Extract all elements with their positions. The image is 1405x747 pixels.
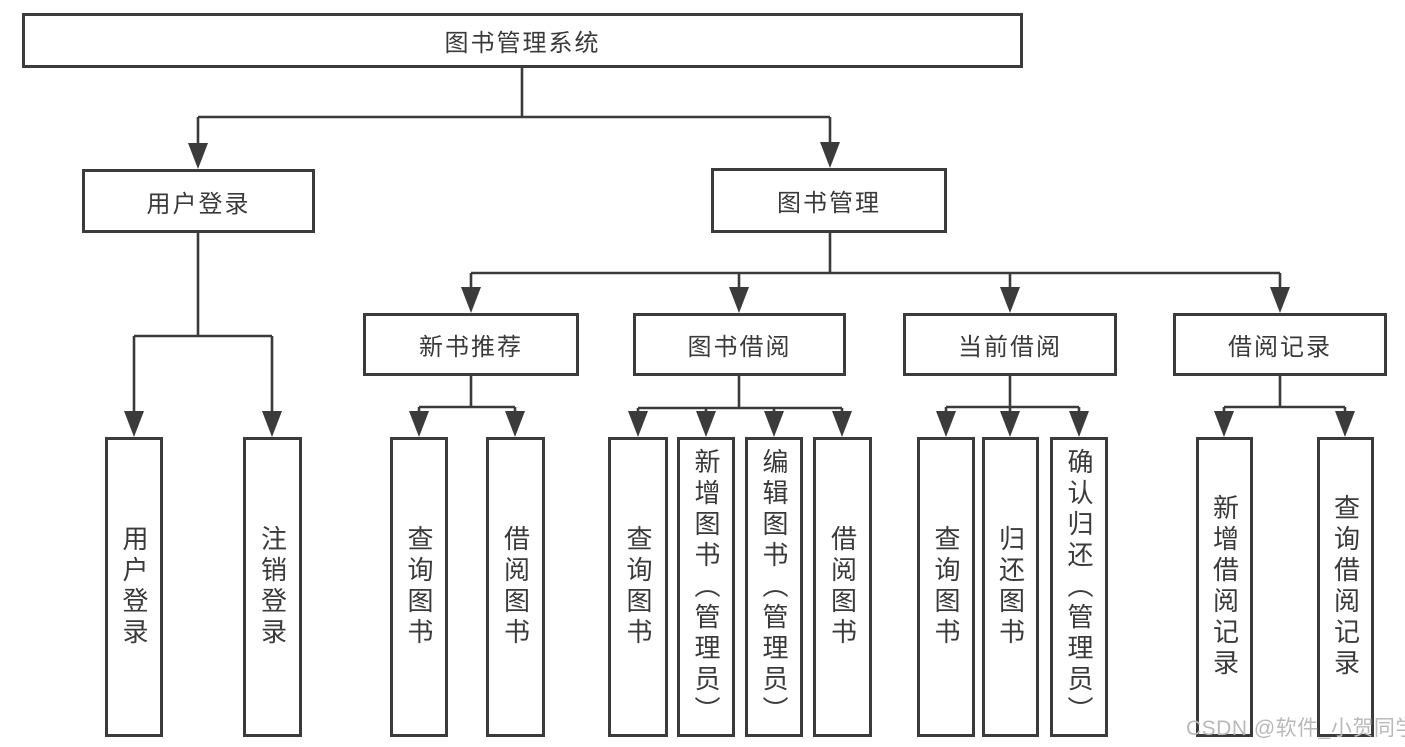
node-label: 新增借阅记录 bbox=[1209, 494, 1240, 680]
node-book-borrow: 图书借阅 bbox=[633, 313, 846, 376]
node-label: 用户登录 bbox=[146, 190, 251, 218]
node-label: 注销登录 bbox=[257, 525, 288, 649]
leaf-return-book: 归还图书 bbox=[982, 437, 1039, 737]
node-label: 确认归还（管理员） bbox=[1064, 447, 1094, 727]
leaf-query-books-borrow: 查询图书 bbox=[608, 437, 668, 737]
node-label: 查询借阅记录 bbox=[1330, 494, 1361, 680]
leaf-edit-book-admin: 编辑图书（管理员） bbox=[745, 437, 803, 737]
leaf-query-borrow-record: 查询借阅记录 bbox=[1317, 437, 1374, 737]
node-book-management: 图书管理 bbox=[711, 168, 947, 233]
leaf-add-book-admin: 新增图书（管理员） bbox=[677, 437, 735, 737]
node-label: 图书管理 bbox=[777, 190, 881, 217]
node-label: 当前借阅 bbox=[958, 334, 1062, 361]
connector-user-login-branch bbox=[124, 233, 282, 437]
node-label: 图书借阅 bbox=[687, 334, 792, 361]
connector-book-borrow-branch bbox=[628, 376, 852, 437]
node-label: 查询图书 bbox=[623, 525, 653, 649]
node-label: 借阅图书 bbox=[827, 525, 858, 649]
node-label: 查询图书 bbox=[931, 525, 961, 649]
leaf-user-login: 用户登录 bbox=[105, 437, 163, 737]
leaf-borrow-books-recommend: 借阅图书 bbox=[486, 437, 545, 737]
node-label: 用户登录 bbox=[119, 525, 149, 649]
leaf-confirm-return-admin: 确认归还（管理员） bbox=[1050, 437, 1108, 737]
node-label: 新增图书（管理员） bbox=[691, 447, 721, 727]
leaf-add-borrow-record: 新增借阅记录 bbox=[1196, 437, 1253, 737]
node-label: 新书推荐 bbox=[419, 334, 523, 361]
node-label: 查询图书 bbox=[404, 525, 434, 649]
leaf-query-books-recommend: 查询图书 bbox=[390, 437, 448, 737]
node-current-borrow: 当前借阅 bbox=[903, 313, 1117, 376]
connector-borrow-records-branch bbox=[1214, 376, 1355, 437]
node-label: 借阅记录 bbox=[1228, 334, 1332, 361]
connector-new-book-branch bbox=[409, 376, 525, 437]
csdn-watermark: CSDN @软件_小贺同学 bbox=[1186, 717, 1405, 740]
node-new-book-recommend: 新书推荐 bbox=[363, 313, 579, 376]
leaf-query-books-current: 查询图书 bbox=[917, 437, 975, 737]
node-label: 借阅图书 bbox=[500, 525, 531, 649]
leaf-borrow-books: 借阅图书 bbox=[813, 437, 872, 737]
node-label: 编辑图书（管理员） bbox=[759, 447, 789, 727]
leaf-logout: 注销登录 bbox=[243, 437, 302, 737]
node-user-login: 用户登录 bbox=[82, 169, 315, 233]
connector-current-borrow-branch bbox=[936, 376, 1089, 437]
node-borrow-records: 借阅记录 bbox=[1173, 313, 1387, 376]
node-label: 图书管理系统 bbox=[444, 30, 601, 57]
node-root-system: 图书管理系统 bbox=[22, 13, 1023, 68]
connector-root-to-level2 bbox=[188, 68, 840, 169]
connector-book-management-branch bbox=[461, 232, 1290, 313]
node-label: 归还图书 bbox=[995, 525, 1026, 649]
